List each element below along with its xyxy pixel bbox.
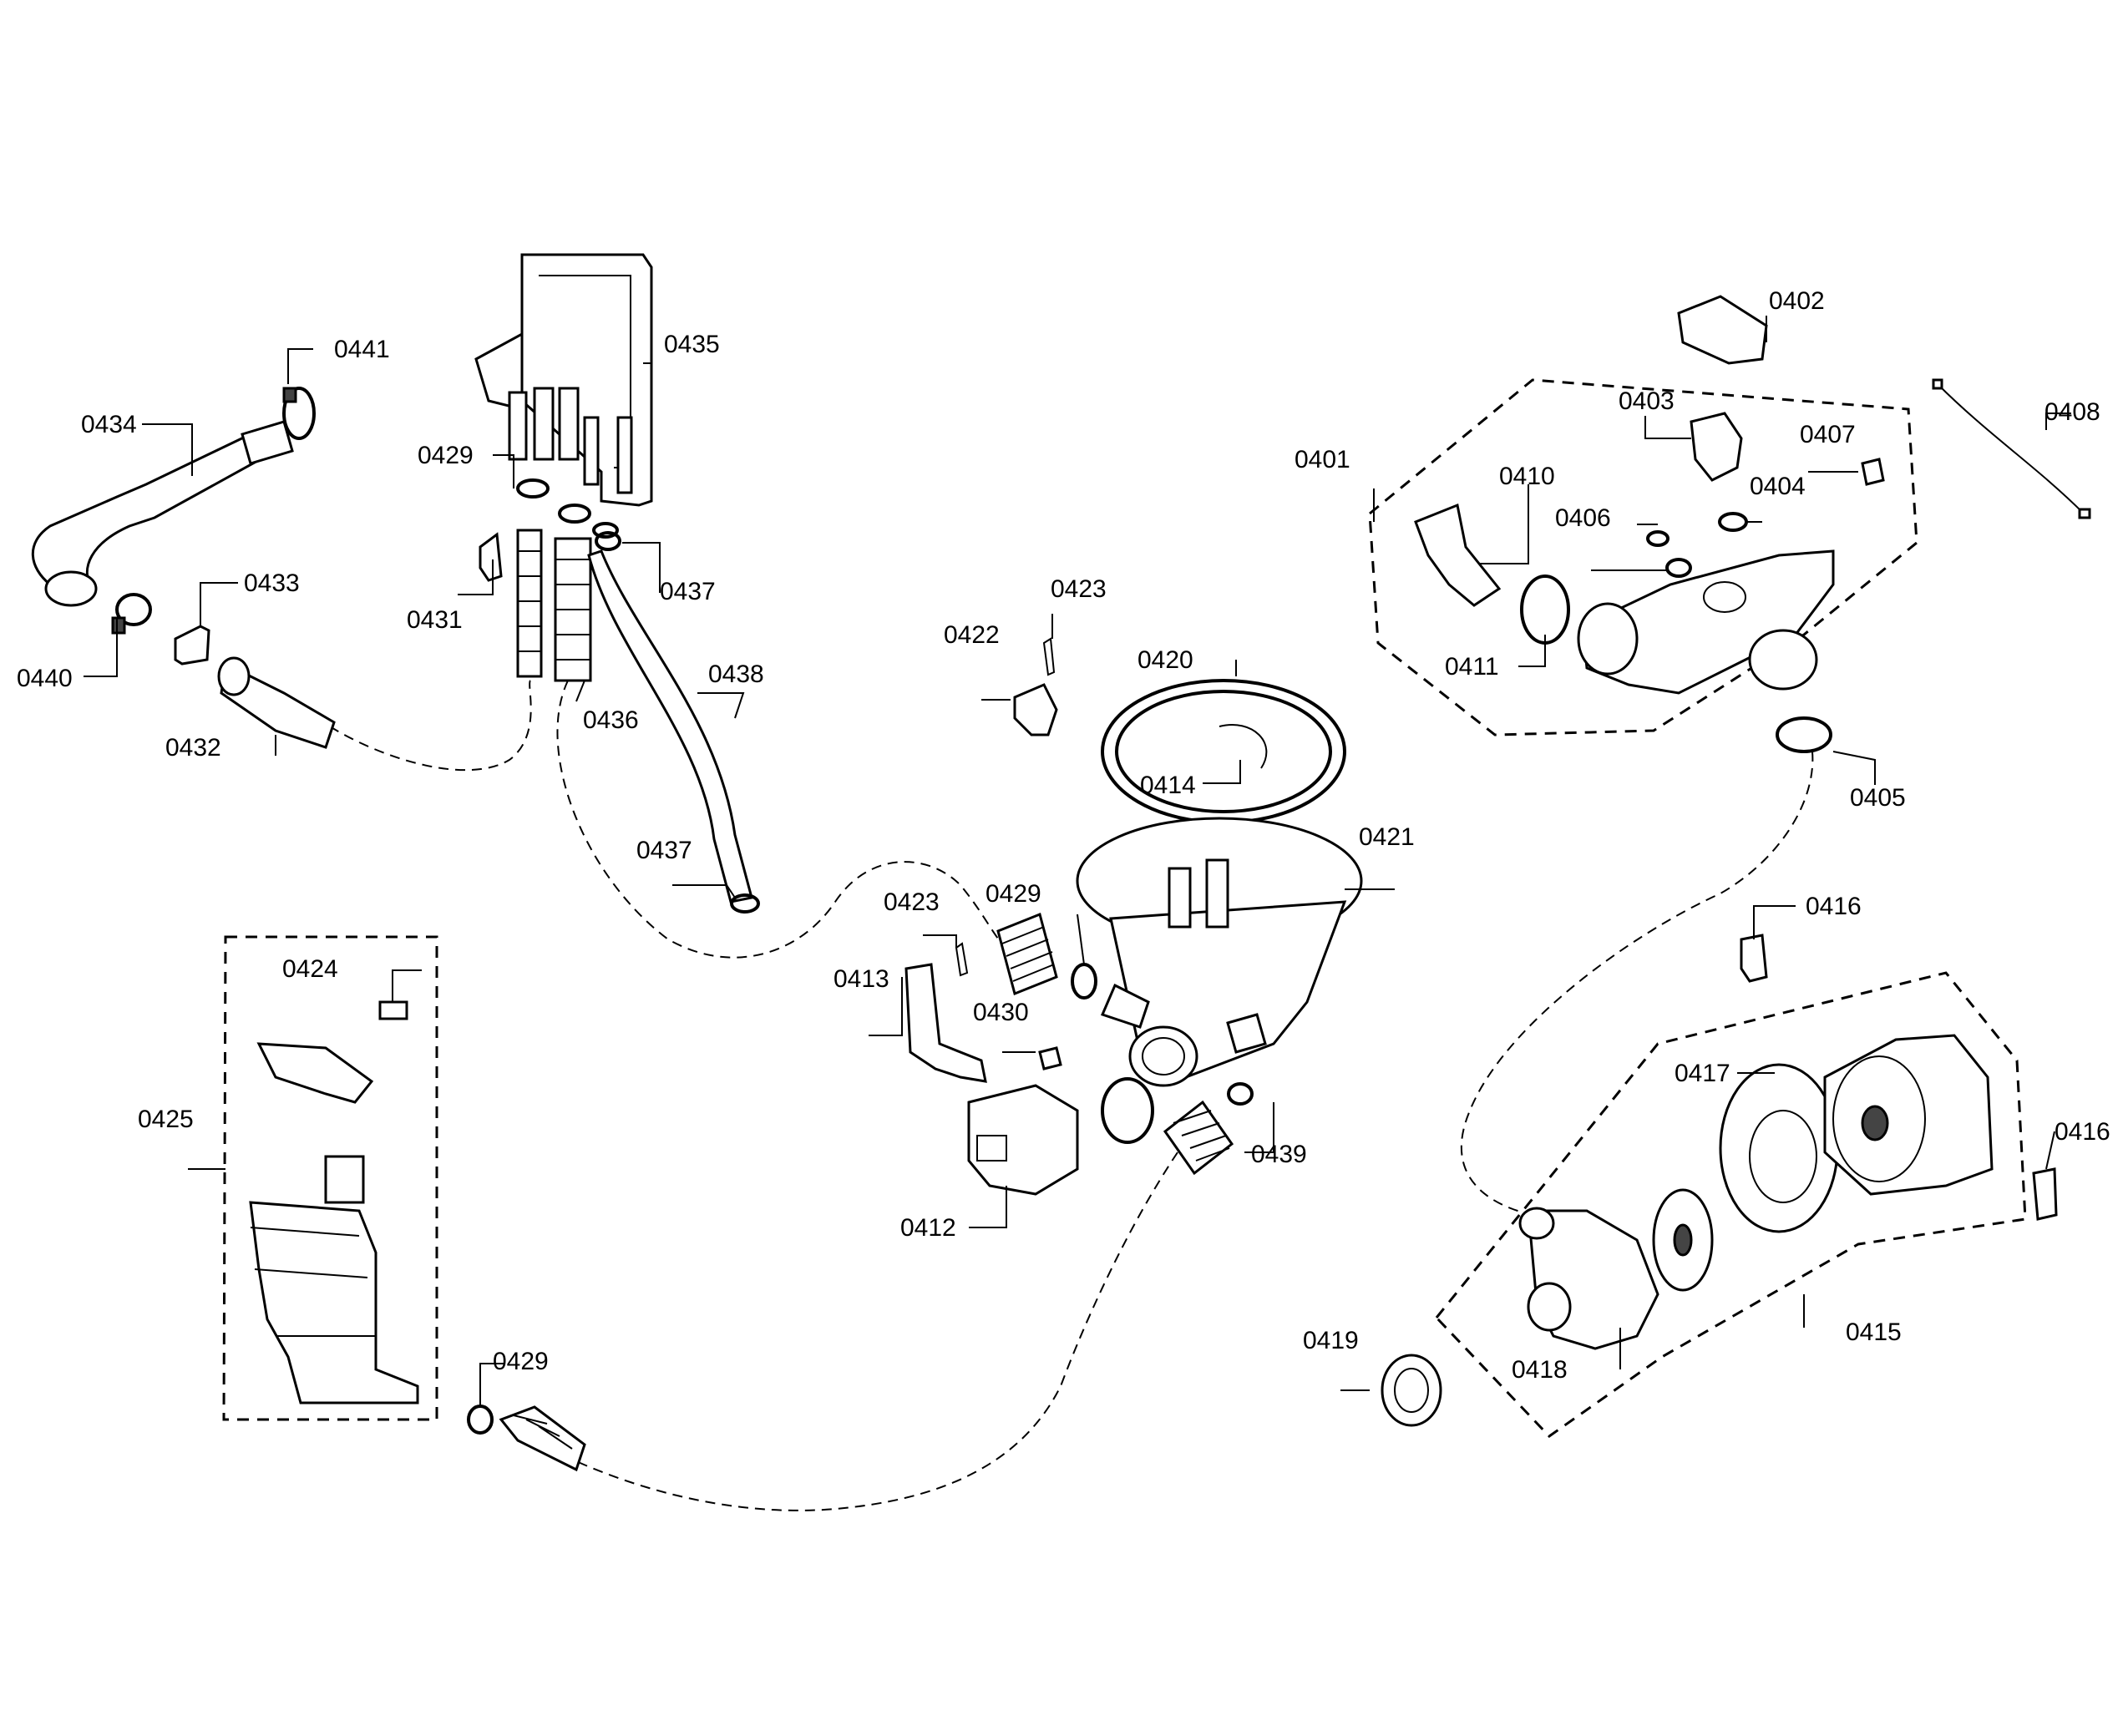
label-0440: 0440: [17, 665, 73, 692]
part-0434-drain-hose: [31, 420, 294, 607]
part-0418-pump-housing: [1518, 1207, 1659, 1350]
label-0414: 0414: [1140, 772, 1196, 799]
label-0423-mid: 0423: [884, 888, 940, 916]
label-0425: 0425: [138, 1106, 194, 1133]
label-0437-top: 0437: [660, 578, 716, 605]
part-0417-plate: [1719, 1063, 1839, 1233]
part-0403-sensor: [1690, 412, 1743, 482]
hose-route-0405: [1461, 751, 1814, 1216]
part-0401-heater-housing: [1577, 549, 1835, 695]
label-0438: 0438: [708, 660, 764, 688]
label-0407: 0407: [1800, 421, 1856, 448]
label-0411: 0411: [1445, 653, 1499, 681]
label-0423-top: 0423: [1051, 575, 1107, 603]
part-0407-clip: [1861, 458, 1885, 486]
part-0406-rings: [1646, 530, 1692, 578]
label-0424: 0424: [282, 955, 338, 983]
label-0437-bottom: 0437: [636, 837, 692, 864]
part-0424-clip: [378, 1000, 408, 1020]
hose-route-0439: [575, 1151, 1178, 1511]
label-0402: 0402: [1769, 287, 1825, 315]
part-0440-clamp: [111, 593, 152, 635]
part-0429-rings-top: [516, 478, 619, 539]
label-0441: 0441: [334, 336, 390, 363]
part-0422-bracket: [1013, 683, 1058, 736]
label-0413: 0413: [833, 965, 889, 993]
part-0420-seal-ring: [1101, 679, 1346, 824]
label-0408: 0408: [2044, 398, 2100, 426]
label-0430: 0430: [973, 999, 1029, 1026]
hose-route-0432: [329, 680, 532, 772]
part-0405-clamp: [1776, 716, 1832, 753]
label-0412: 0412: [900, 1214, 956, 1242]
part-0408-wire: [1932, 378, 2091, 519]
label-0421: 0421: [1359, 823, 1415, 851]
part-0404-ring: [1718, 512, 1748, 532]
part-0412-valve: [967, 1077, 1154, 1196]
label-0416-top: 0416: [1806, 893, 1862, 920]
part-0410-switch: [1414, 503, 1502, 607]
part-0419-grommet: [1381, 1354, 1442, 1427]
group-outline-0415: [1435, 971, 2027, 1438]
part-0436-corrugated-hoses: [516, 529, 592, 682]
label-0420: 0420: [1138, 646, 1193, 674]
part-0431-clip: [479, 532, 503, 582]
part-0423-screws: [955, 637, 1056, 977]
part-0415-motor: [1823, 1034, 1994, 1196]
part-0435-reservoir: [474, 253, 653, 507]
part-0413-bracket: [904, 963, 987, 1083]
part-0402-cover: [1677, 295, 1768, 365]
label-0439: 0439: [1251, 1141, 1307, 1168]
label-0401: 0401: [1295, 446, 1350, 473]
label-0410: 0410: [1499, 463, 1555, 490]
hose-route-0436: [556, 680, 1003, 959]
part-0437-clamps: [595, 531, 760, 914]
label-0419: 0419: [1303, 1327, 1359, 1354]
label-0433: 0433: [244, 569, 300, 597]
part-0425-assembly: [249, 1042, 419, 1404]
part-0429-spring-mid: [996, 912, 1097, 1000]
label-0429-mid: 0429: [985, 880, 1041, 908]
label-0432: 0432: [165, 734, 221, 762]
label-0406: 0406: [1555, 504, 1611, 532]
label-0429-bottom: 0429: [493, 1348, 549, 1375]
label-0422: 0422: [944, 621, 1000, 649]
part-0439-spring: [1163, 1082, 1254, 1176]
label-0435: 0435: [664, 331, 720, 358]
label-0405: 0405: [1850, 784, 1906, 812]
part-0430-clip: [1038, 1046, 1062, 1070]
label-0417: 0417: [1675, 1060, 1730, 1087]
part-impeller: [1652, 1188, 1714, 1292]
group-outline-0401: [1368, 378, 1918, 736]
part-0421-sump: [1076, 817, 1363, 1087]
label-0418: 0418: [1512, 1356, 1568, 1384]
label-0416-right: 0416: [2055, 1118, 2110, 1146]
part-number-labels: 0401 0402 0403 0404 0405 0406 0407 0408 …: [17, 287, 2110, 1384]
part-0432-connector-hose: [217, 656, 336, 749]
group-outline-0425: [222, 935, 438, 1421]
label-0403: 0403: [1619, 387, 1675, 415]
label-0429-top: 0429: [418, 442, 474, 469]
label-0431: 0431: [407, 606, 463, 634]
part-0441-clamp: [282, 387, 316, 440]
leader-lines: [84, 316, 2071, 1407]
label-0436: 0436: [583, 706, 639, 734]
part-0411-ring: [1520, 574, 1570, 645]
label-0434: 0434: [81, 411, 137, 438]
label-0415: 0415: [1846, 1318, 1902, 1346]
part-0433-bracket: [174, 625, 210, 666]
part-0416-clips: [1740, 934, 2058, 1221]
part-0429-spring-bottom: [467, 1404, 586, 1472]
part-0414-filter-clip: [1219, 724, 1268, 769]
label-0404: 0404: [1750, 473, 1806, 500]
